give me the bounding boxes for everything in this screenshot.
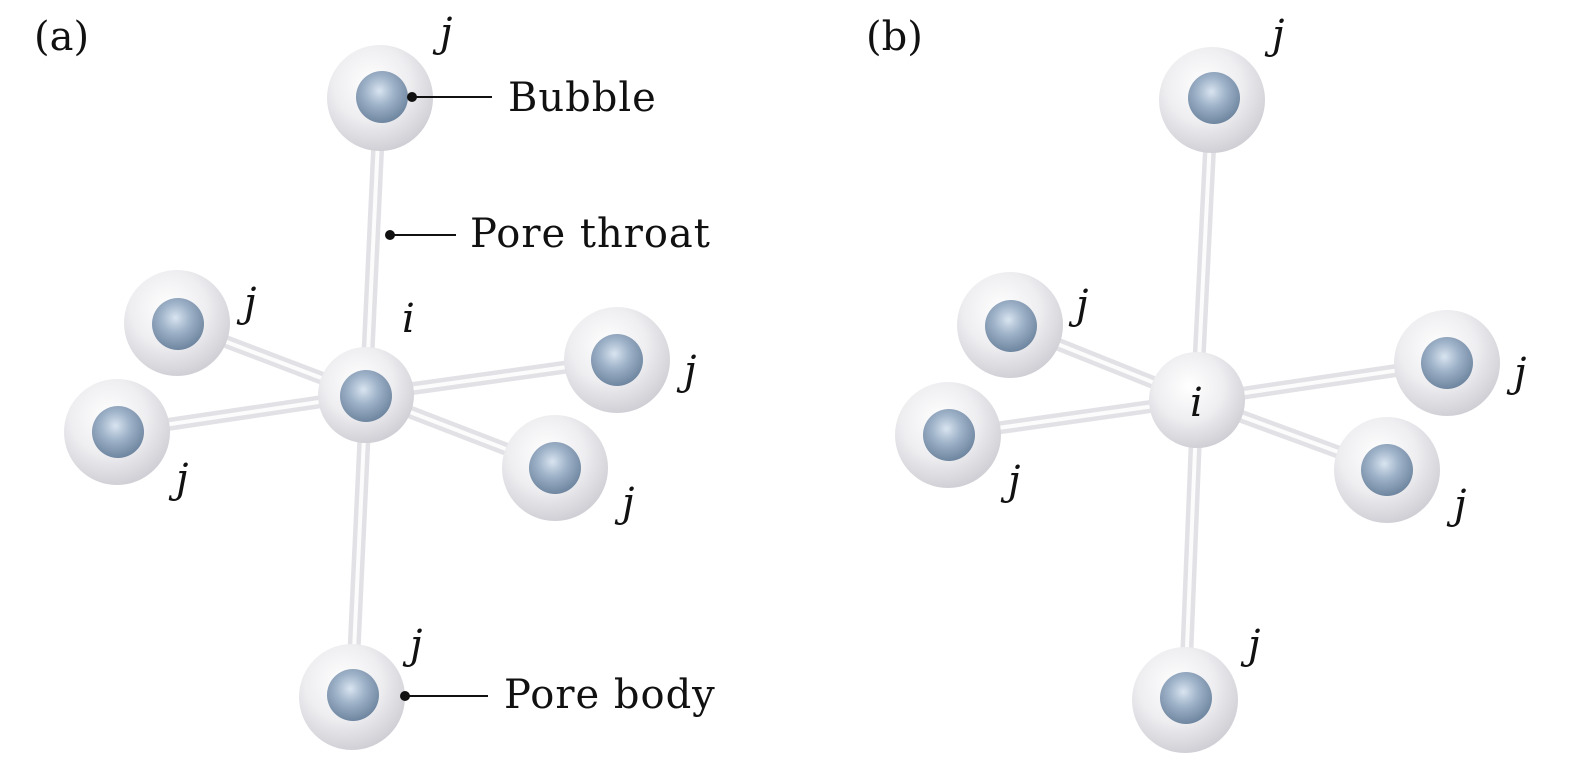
pore-body xyxy=(64,379,170,485)
pore-body-callout-label: Pore body xyxy=(504,672,716,718)
pore-body xyxy=(1334,417,1440,523)
neighbor-label-j: j xyxy=(1446,482,1466,528)
neighbor-label-j: j xyxy=(1264,12,1284,58)
bubble xyxy=(356,71,408,123)
bubble xyxy=(985,300,1037,352)
panel-b-pores xyxy=(895,47,1500,753)
throat-highlight xyxy=(350,393,368,695)
neighbor-label-j: j xyxy=(676,348,696,394)
bubble xyxy=(591,334,643,386)
center-label-i: i xyxy=(1190,380,1203,426)
panel-a-pores xyxy=(64,45,670,750)
bubble xyxy=(152,298,204,350)
neighbor-label-j: j xyxy=(402,622,422,668)
panel-a-callouts: Bubble Pore throat Pore body xyxy=(385,75,716,718)
bubble xyxy=(923,409,975,461)
pore-body xyxy=(1132,647,1238,753)
pore-body xyxy=(564,307,670,413)
pore-body xyxy=(124,270,230,376)
center-pore-body xyxy=(318,347,414,443)
bubble xyxy=(1188,72,1240,124)
pore-body xyxy=(299,644,405,750)
pore-body xyxy=(1159,47,1265,153)
pore-body xyxy=(502,415,608,521)
center-label-i: i xyxy=(402,296,415,342)
neighbor-label-j: j xyxy=(1240,622,1260,668)
neighbor-label-j: j xyxy=(168,456,188,502)
pore-throat-callout-label: Pore throat xyxy=(470,211,711,257)
bubble-callout-label: Bubble xyxy=(508,75,657,121)
pore-body xyxy=(895,382,1001,488)
neighbor-label-j: j xyxy=(236,280,256,326)
bubble xyxy=(1421,337,1473,389)
bubble xyxy=(1361,444,1413,496)
panel-b-label: (b) xyxy=(866,14,923,60)
pore-body xyxy=(327,45,433,151)
pore-body xyxy=(957,272,1063,378)
bubble xyxy=(92,406,144,458)
bubble xyxy=(327,669,379,721)
neighbor-label-j: j xyxy=(1506,350,1526,396)
neighbor-label-j: j xyxy=(432,10,452,56)
center-bubble xyxy=(340,370,392,422)
panel-a: (a) xyxy=(34,10,716,750)
bubble xyxy=(529,442,581,494)
panel-b: (b) xyxy=(866,12,1526,753)
panel-a-label: (a) xyxy=(34,14,89,60)
pore-body xyxy=(1394,310,1500,416)
neighbor-label-j: j xyxy=(614,480,634,526)
neighbor-label-j: j xyxy=(1000,458,1020,504)
center-pore-body-empty xyxy=(1149,352,1245,448)
bubble xyxy=(1160,672,1212,724)
neighbor-label-j: j xyxy=(1068,282,1088,328)
